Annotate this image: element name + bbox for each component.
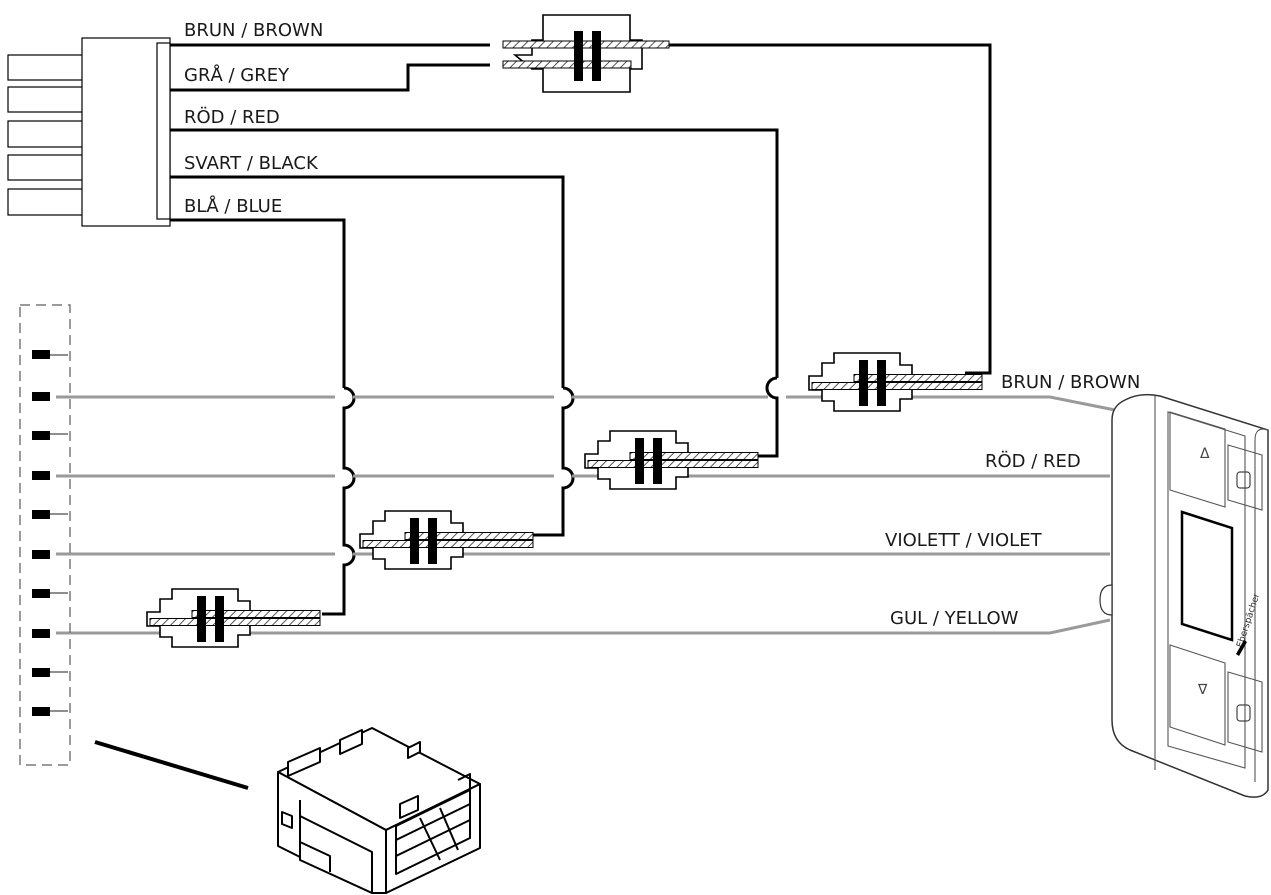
splice-connector-icon [146, 588, 321, 648]
splice-connector-icon [584, 430, 759, 490]
splice-connector-icon [502, 14, 670, 93]
label-svart-black: SVART / BLACK [184, 153, 319, 174]
label-rod-red: RÖD / RED [184, 106, 280, 128]
down-arrow-icon: ∇ [1197, 682, 1208, 698]
wire-blue [170, 218, 346, 388]
plug-housing-3d-icon [277, 727, 481, 894]
wire-black-lower [532, 386, 575, 537]
gwire-yellow [56, 618, 1111, 635]
wire-brown-continued [665, 43, 992, 375]
label-device-rod-red: RÖD / RED [985, 450, 1081, 472]
label-bla-blue: BLÅ / BLUE [184, 195, 282, 217]
splice-top [502, 14, 670, 93]
wire-grey [170, 63, 490, 92]
leader-line [94, 740, 249, 790]
splice-connector-icon [808, 352, 983, 412]
device-wires [56, 395, 1116, 635]
connector-wires [170, 43, 992, 616]
wire-red-lower [755, 376, 779, 458]
brand-logo-icon [1236, 640, 1247, 656]
label-device-gul-yellow: GUL / YELLOW [890, 608, 1019, 629]
splice-red [584, 430, 759, 490]
control-panel-icon: Δ ∇ Eberspächer [1099, 393, 1269, 798]
connector-wire-labels: BRUN / BROWN GRÅ / GREY RÖD / RED SVART … [184, 20, 323, 217]
label-gra-grey: GRÅ / GREY [184, 64, 290, 86]
power-button-icon [1236, 471, 1251, 489]
device-wire-labels: BRUN / BROWN RÖD / RED VIOLETT / VIOLET … [885, 372, 1140, 629]
label-device-brun-brown: BRUN / BROWN [1001, 372, 1140, 393]
up-arrow-icon: Δ [1200, 446, 1210, 462]
splice-connector-icon [359, 510, 534, 570]
pin-header-icon [19, 304, 71, 766]
splice-brown [808, 352, 983, 412]
splice-yellow [146, 588, 321, 648]
label-device-violett-violet: VIOLETT / VIOLET [885, 530, 1043, 551]
wiring-plug-icon [7, 37, 171, 227]
wire-blue-lower [322, 386, 356, 616]
wire-black [170, 175, 565, 388]
label-brun-brown: BRUN / BROWN [184, 20, 323, 41]
wire-red [170, 128, 779, 378]
menu-button-icon [1236, 704, 1251, 722]
splice-violet [359, 510, 534, 570]
